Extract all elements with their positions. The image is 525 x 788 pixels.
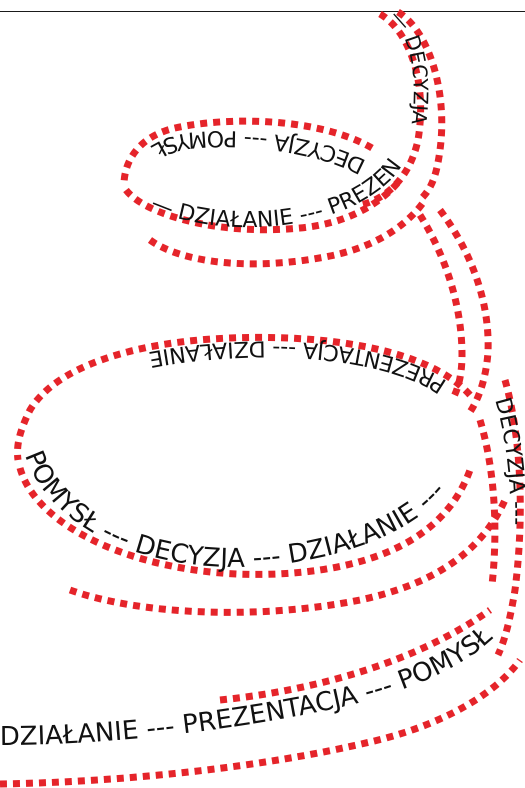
ribbon-text-upper-front: — DZIAŁANIE --- PREZENTACJA [0, 0, 407, 233]
ribbon-text-top-tail: — DECYZJA [385, 4, 433, 126]
ribbon-text-bottom-front: DZIAŁANIE --- PREZENTACJA --- POMYSŁ [0, 620, 498, 752]
ribbon-text-middle-back: PREZENTACJA --- DZIAŁANIE [147, 335, 451, 397]
dash-right-vertical-inner [480, 420, 495, 585]
ribbon-text-right-vertical: DECYZJA --- [489, 395, 525, 525]
